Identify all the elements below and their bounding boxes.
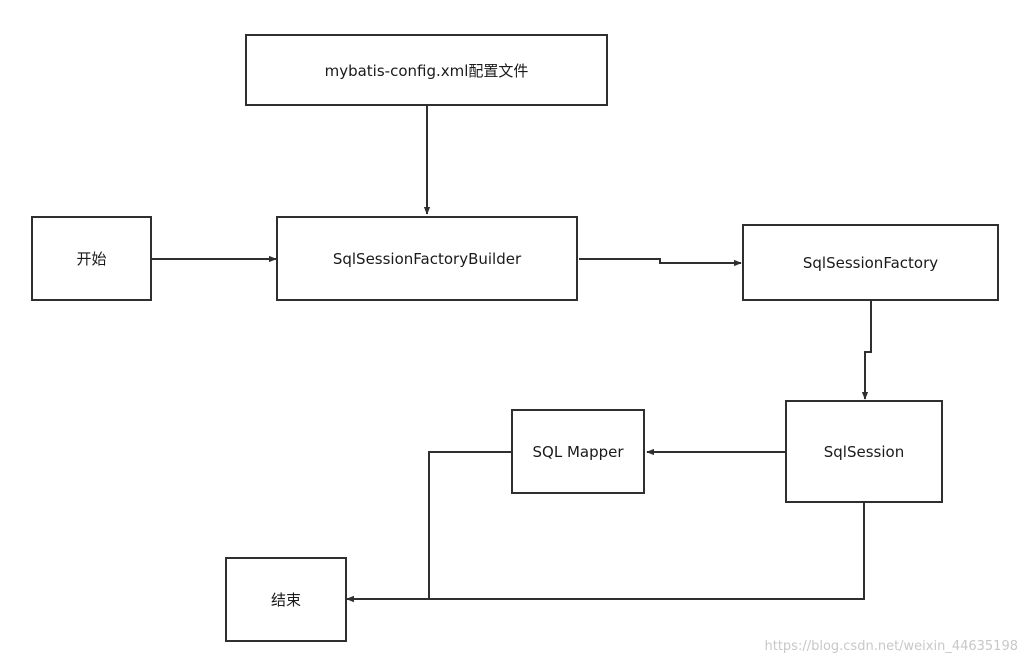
edge-session-to-end: [346, 502, 865, 603]
end-label: 结束: [270, 591, 301, 609]
session-node: SqlSession: [785, 400, 943, 503]
start-label: 开始: [76, 250, 107, 268]
factory-node: SqlSessionFactory: [742, 224, 999, 301]
config-file-node: mybatis-config.xml配置文件: [245, 34, 608, 106]
edge-factory-to-session: [861, 301, 872, 400]
start-node: 开始: [31, 216, 152, 301]
session-label: SqlSession: [823, 442, 905, 461]
end-node: 结束: [225, 557, 347, 642]
edge-mapper-to-end: [346, 451, 512, 603]
config-file-label: mybatis-config.xml配置文件: [324, 61, 529, 80]
edge-builder-to-factory: [579, 258, 742, 267]
factory-label: SqlSessionFactory: [802, 253, 939, 272]
mapper-label: SQL Mapper: [532, 442, 624, 461]
builder-node: SqlSessionFactoryBuilder: [276, 216, 578, 301]
builder-label: SqlSessionFactoryBuilder: [332, 249, 522, 268]
mapper-node: SQL Mapper: [511, 409, 645, 494]
watermark: https://blog.csdn.net/weixin_44635198: [764, 639, 1018, 654]
